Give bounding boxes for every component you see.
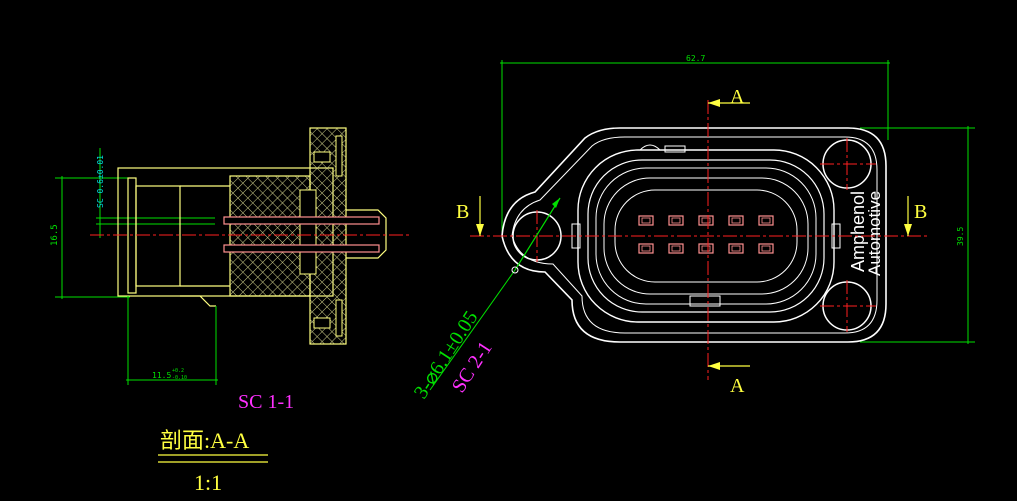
side-view-label: SC 1-1 <box>238 391 294 413</box>
pin-cavity <box>758 243 774 254</box>
pin-contact <box>701 217 711 224</box>
brand-line2: Automotive <box>865 191 884 276</box>
pin-cavity <box>668 243 684 254</box>
pin-grid <box>638 215 774 254</box>
length-dimension-text: 11.5 <box>152 371 171 380</box>
pin-contact <box>731 217 741 224</box>
section-marker-a: A A <box>708 86 750 397</box>
section-b-right-label: B <box>914 201 927 223</box>
pin-cavity <box>728 243 744 254</box>
pin-cavity <box>638 243 654 254</box>
front-view: 62.7 39.5 <box>410 54 975 403</box>
pin-contact <box>701 245 711 252</box>
pin-contact <box>731 245 741 252</box>
brand-line1: Amphenol <box>848 191 868 272</box>
pin-cavity <box>728 215 744 226</box>
tolerance-note: SC 0.6±0.01 <box>96 148 215 238</box>
connector-shroud <box>571 144 841 323</box>
pin-contact <box>641 245 651 252</box>
pin-cavity <box>698 243 714 254</box>
height-dimension-front-text: 39.5 <box>956 227 965 246</box>
section-b-left-label: B <box>456 201 469 223</box>
height-dimension-text: 16.5 <box>50 224 60 246</box>
width-dimension-text: 62.7 <box>686 54 705 63</box>
pin-contact <box>671 245 681 252</box>
length-dimension-tolerance-lower: -0.10 <box>172 375 187 381</box>
contact-pins <box>223 209 387 259</box>
pin-contact <box>671 217 681 224</box>
pin-cavity <box>668 215 684 226</box>
pin-cavity <box>698 215 714 226</box>
side-section-view: 16.5 SC 0.6±0.01 <box>50 127 412 413</box>
pin-contact <box>641 217 651 224</box>
brand-logo: Amphenol Automotive <box>848 191 884 276</box>
length-dimension: 11.5 +0.2 -0.10 <box>126 296 218 385</box>
section-title: 剖面:A-A <box>160 428 249 453</box>
section-marker-b: B B <box>456 196 927 236</box>
tolerance-note-text: SC 0.6±0.01 <box>96 155 105 208</box>
section-a-bottom-label: A <box>730 375 745 397</box>
length-dimension-tolerance: +0.2 <box>172 368 184 374</box>
pin-contact <box>761 245 771 252</box>
height-dimension-front: 39.5 <box>860 126 975 344</box>
pin-contact <box>761 217 771 224</box>
width-dimension: 62.7 <box>500 54 890 232</box>
scale-text: 1:1 <box>194 470 222 495</box>
flange-inner-outline <box>511 136 878 334</box>
front-centerlines <box>470 100 930 380</box>
title-block: 剖面:A-A 1:1 <box>158 428 268 495</box>
hatched-housing <box>229 127 347 345</box>
pin-cavity <box>638 215 654 226</box>
pin-cavity <box>758 215 774 226</box>
section-a-top-label: A <box>730 86 745 108</box>
flange-outline <box>501 127 887 343</box>
